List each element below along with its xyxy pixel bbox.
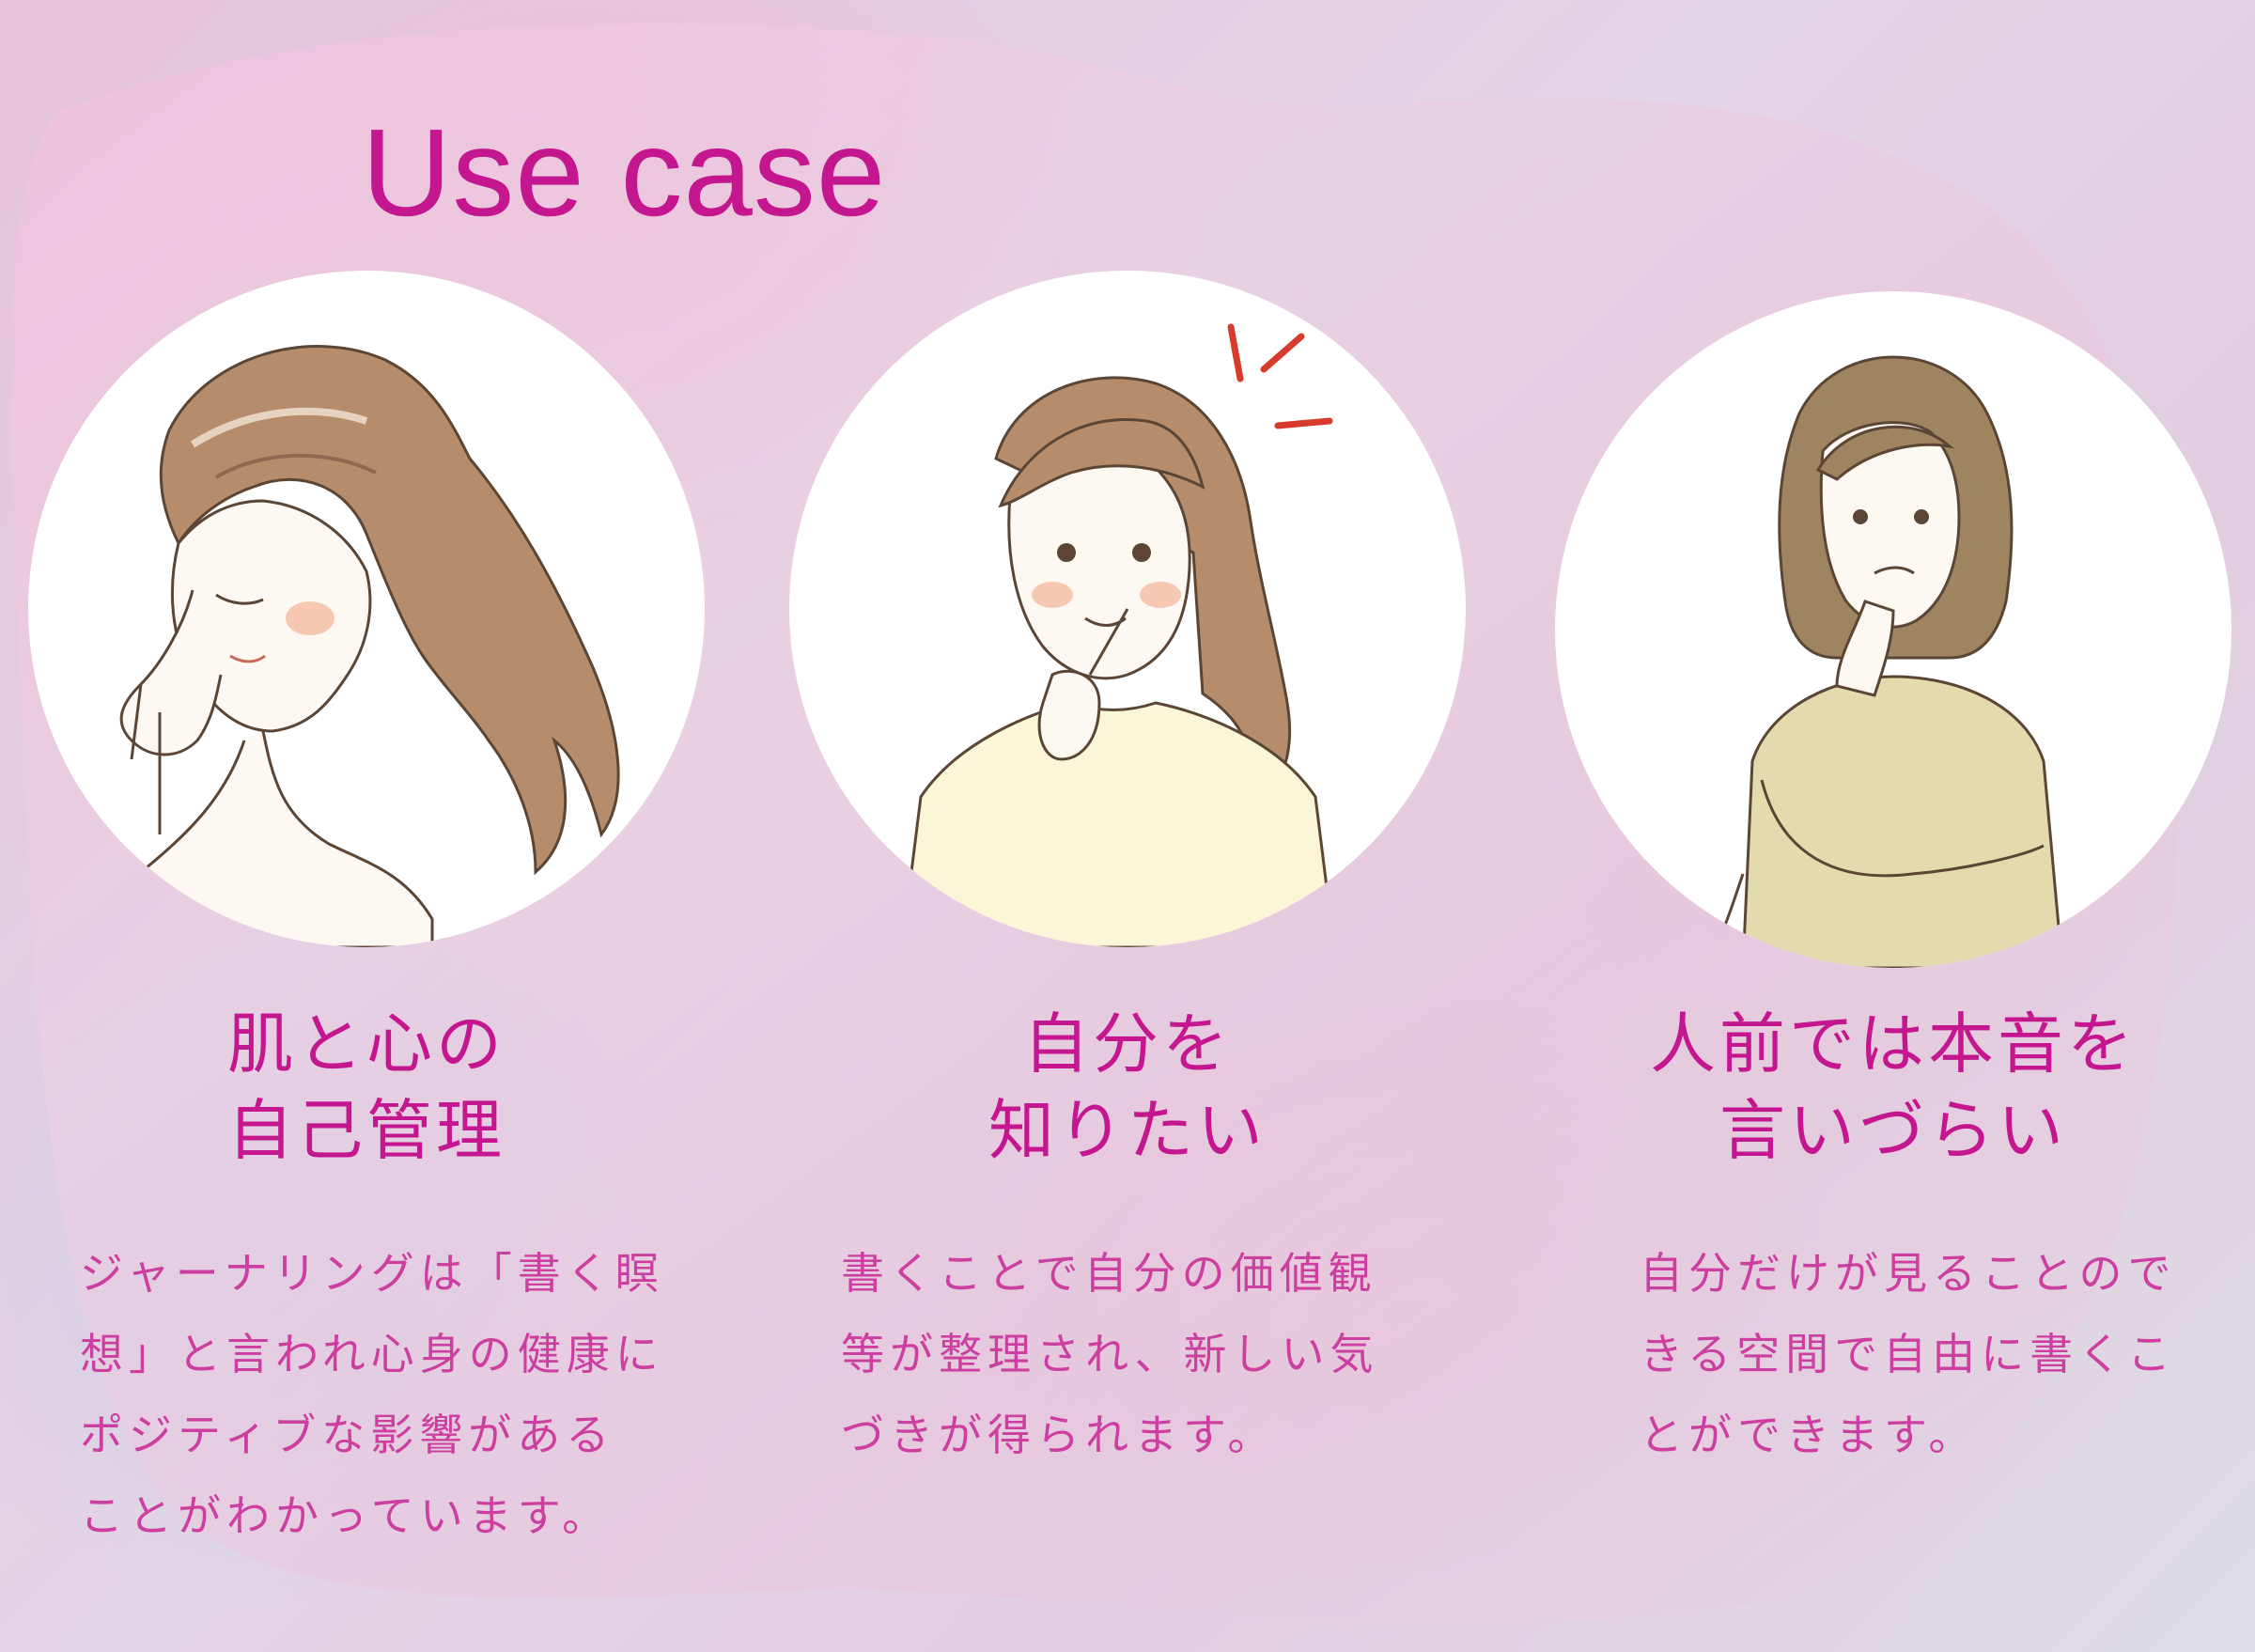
case-description-line: ポジティブな影響がある: [80, 1410, 615, 1460]
case-title: 人前では本音を 言いづらい: [1541, 1001, 2246, 1174]
case-illustration-circle: [789, 271, 1466, 947]
case-title-line: 肌と心の: [227, 1005, 505, 1083]
case-illustration-circle: [1555, 291, 2232, 968]
case-description-line: ことがわかっています。: [80, 1490, 612, 1541]
case-description-line: 自分だけが見ることので: [1640, 1248, 2177, 1299]
case-description-line: とができます。: [1640, 1410, 1978, 1460]
case-description: ジャーナリングは「書く瞑 想」と言われ心身の健康に ポジティブな影響がある こと…: [80, 1233, 664, 1556]
section-title: Use case: [362, 103, 887, 242]
woman-touching-cheek-illustration: [111, 345, 620, 947]
case-title-line: 自己管理: [227, 1092, 505, 1169]
case-title-line: 言いづらい: [1719, 1092, 2067, 1169]
case-description-line: 等が整理され、新しい気: [841, 1329, 1379, 1379]
case-title: 肌と心の 自己管理: [28, 1001, 705, 1174]
case-description: 自分だけが見ることので きる空間で自由に書くこ とができます。: [1640, 1233, 2177, 1475]
case-description-line: きる空間で自由に書くこ: [1640, 1329, 2177, 1379]
case-description-line: 書くことで自分の価値観: [841, 1248, 1377, 1299]
case-title-line: 人前では本音を: [1650, 1005, 2137, 1083]
worried-woman-bob-hair-illustration: [1713, 355, 2064, 968]
case-title-line: 自分を: [1023, 1005, 1232, 1083]
case-title: 自分を 知りたい: [789, 1001, 1466, 1174]
case-title-line: 知りたい: [988, 1092, 1267, 1169]
case-description: 書くことで自分の価値観 等が整理され、新しい気 づきが得られます。: [841, 1233, 1378, 1475]
case-description-line: づきが得られます。: [841, 1410, 1277, 1460]
case-description-line: 想」と言われ心身の健康に: [80, 1329, 664, 1379]
smiling-woman-finger-on-chin-illustration: [900, 323, 1336, 947]
case-illustration-circle: [28, 271, 705, 947]
case-description-line: ジャーナリングは「書く瞑: [80, 1248, 664, 1299]
